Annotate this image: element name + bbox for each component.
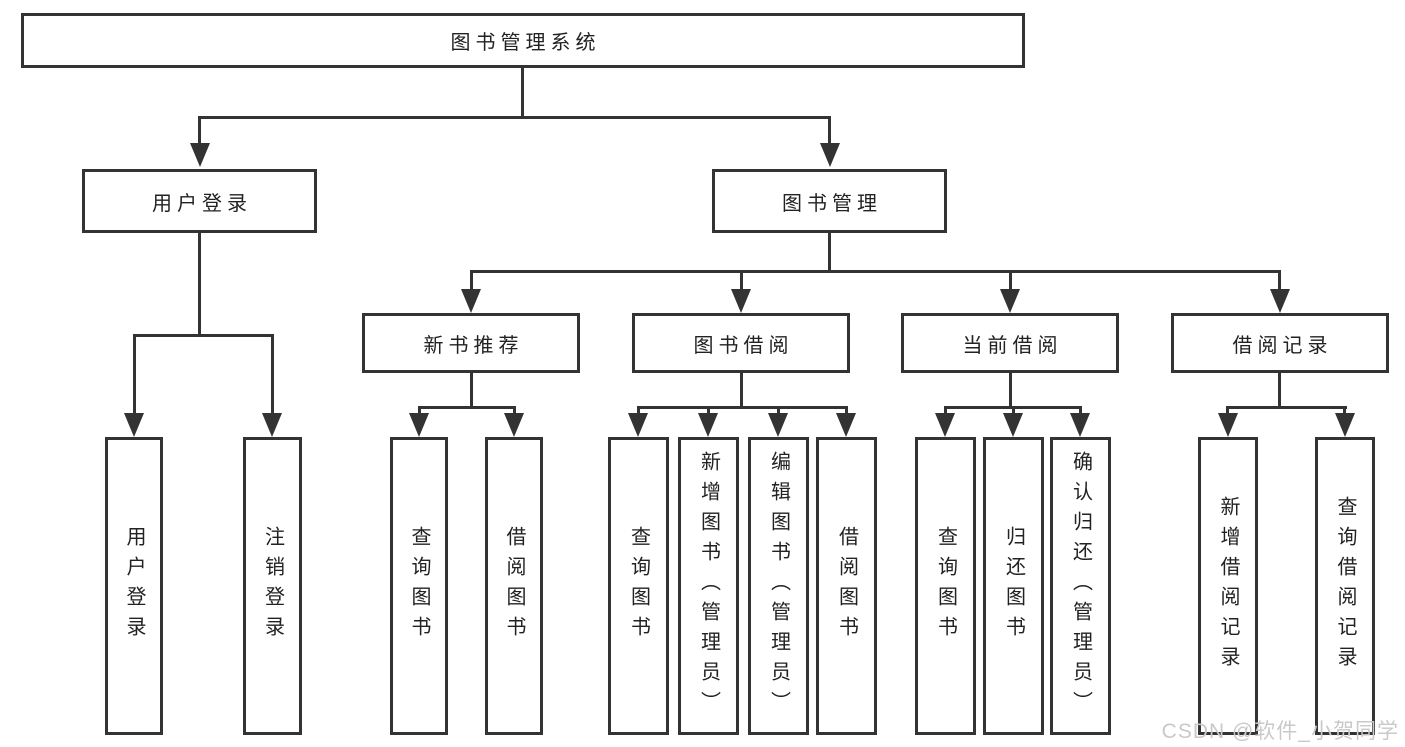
arrow-down-icon: [1218, 413, 1238, 437]
arrow-down-icon: [1003, 413, 1023, 437]
node-label: 新书推荐: [423, 334, 524, 357]
arrow-down-icon: [190, 143, 210, 167]
connector-root-stem: [521, 68, 524, 118]
arrow-down-icon: [935, 413, 955, 437]
arrow-down-icon: [836, 413, 856, 437]
node-label: 查询图书: [627, 526, 650, 646]
node-user-login-branch: 用户登录: [82, 169, 317, 233]
arrow-down-icon: [409, 413, 429, 437]
connector-drop: [707, 406, 710, 415]
arrow-down-icon: [1000, 289, 1020, 313]
leaf-add-borrow-record: 新增借阅记录: [1198, 437, 1258, 735]
connector-current-borrow-stem: [1009, 373, 1012, 409]
arrow-down-icon: [698, 413, 718, 437]
node-label: 新增借阅记录: [1217, 496, 1239, 676]
leaf-borrow-books: 借阅图书: [816, 437, 877, 735]
node-label: 当前借阅: [962, 334, 1063, 357]
connector-root-rail: [198, 116, 831, 119]
connector-drop-leaf-user-login: [133, 334, 136, 414]
node-root: 图书管理系统: [21, 13, 1025, 68]
node-label: 注销登录: [261, 526, 284, 646]
arrow-down-icon: [628, 413, 648, 437]
arrow-down-icon: [1270, 289, 1290, 313]
node-label: 确认归还（管理员）: [1069, 451, 1092, 721]
connector-drop: [1226, 406, 1229, 415]
connector-drop: [845, 406, 848, 415]
node-label: 用户登录: [152, 192, 252, 215]
arrow-down-icon: [504, 413, 524, 437]
arrow-down-icon: [124, 413, 144, 437]
leaf-return-books: 归还图书: [983, 437, 1044, 735]
node-label: 查询借阅记录: [1334, 496, 1356, 676]
node-label: 归还图书: [1002, 526, 1025, 646]
leaf-query-borrow-record: 查询借阅记录: [1315, 437, 1375, 735]
connector-book-borrow-stem: [740, 373, 743, 409]
csdn-watermark: CSDN @软件_小贺同学: [1161, 720, 1399, 743]
node-label: 查询图书: [408, 526, 430, 646]
connector-new-book-stem: [470, 373, 473, 409]
connector-drop-book-management: [828, 116, 831, 144]
connector-drop-new-book-recommend: [470, 270, 473, 292]
connector-drop: [637, 406, 640, 415]
connector-book-management-rail: [470, 270, 1281, 273]
connector-new-book-rail: [418, 406, 516, 409]
leaf-user-login: 用户登录: [105, 437, 163, 735]
arrow-down-icon: [461, 289, 481, 313]
connector-drop: [944, 406, 947, 415]
connector-drop-borrow-records: [1278, 270, 1281, 292]
connector-book-management-stem: [828, 233, 831, 273]
arrow-down-icon: [768, 413, 788, 437]
node-label: 用户登录: [123, 526, 145, 646]
leaf-add-books-admin: 新增图书（管理员）: [678, 437, 739, 735]
node-book-borrow: 图书借阅: [632, 313, 850, 373]
node-label: 借阅记录: [1232, 334, 1333, 357]
connector-drop: [418, 406, 421, 415]
connector-drop: [1012, 406, 1015, 415]
leaf-query-books-recommend: 查询图书: [390, 437, 448, 735]
leaf-query-books-current: 查询图书: [915, 437, 976, 735]
connector-borrow-records-rail: [1226, 406, 1347, 409]
leaf-query-books-borrow: 查询图书: [608, 437, 669, 735]
arrow-down-icon: [731, 289, 751, 313]
connector-drop-leaf-logout: [271, 334, 274, 414]
connector-user-login-stem: [198, 233, 201, 337]
arrow-down-icon: [262, 413, 282, 437]
connector-drop: [513, 406, 516, 415]
node-label: 借阅图书: [835, 526, 858, 646]
arrow-down-icon: [1335, 413, 1355, 437]
connector-drop-book-borrow: [740, 270, 743, 292]
arrow-down-icon: [820, 143, 840, 167]
node-label: 编辑图书（管理员）: [767, 451, 790, 721]
connector-drop: [1343, 406, 1346, 415]
connector-book-borrow-rail: [637, 406, 848, 409]
connector-drop-user-login: [198, 116, 201, 144]
node-current-borrow: 当前借阅: [901, 313, 1119, 373]
node-book-management-branch: 图书管理: [712, 169, 947, 233]
connector-drop: [1079, 406, 1082, 415]
connector-drop-current-borrow: [1009, 270, 1012, 292]
node-label: 图书借阅: [693, 334, 794, 357]
node-label: 借阅图书: [503, 526, 525, 646]
arrow-down-icon: [1070, 413, 1090, 437]
leaf-edit-books-admin: 编辑图书（管理员）: [748, 437, 809, 735]
node-borrow-records: 借阅记录: [1171, 313, 1389, 373]
connector-borrow-records-stem: [1278, 373, 1281, 409]
leaf-confirm-return-admin: 确认归还（管理员）: [1050, 437, 1111, 735]
node-label: 新增图书（管理员）: [697, 451, 720, 721]
connector-drop: [777, 406, 780, 415]
leaf-logout: 注销登录: [243, 437, 302, 735]
node-new-book-recommend: 新书推荐: [362, 313, 580, 373]
node-label: 图书管理: [782, 192, 882, 215]
leaf-borrow-books-recommend: 借阅图书: [485, 437, 543, 735]
node-label: 图书管理系统: [450, 32, 601, 54]
connector-user-login-rail: [133, 334, 274, 337]
node-label: 查询图书: [934, 526, 957, 646]
